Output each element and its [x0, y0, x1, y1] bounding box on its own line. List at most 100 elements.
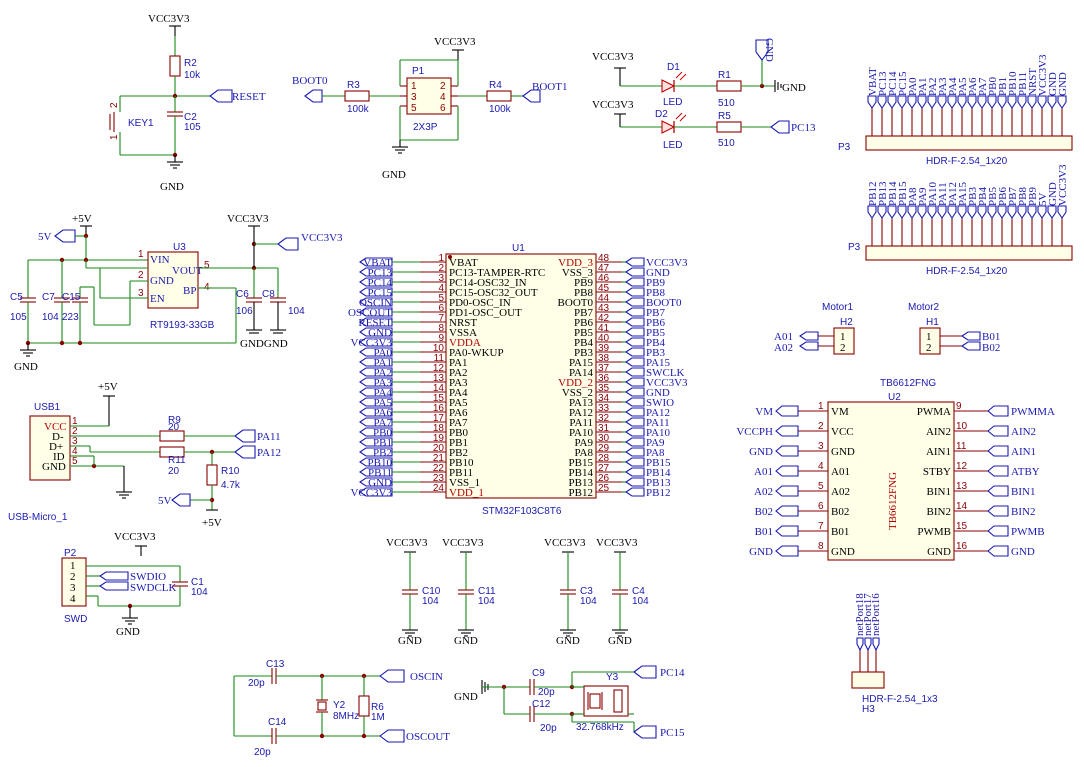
driver-pin-name: AIN2	[926, 426, 951, 438]
motor-connectors: Motor1 H2 1 2 A01 A02 Motor2 H1 1 2 B01 …	[774, 302, 1000, 355]
mcu-net-label: PB11	[368, 467, 392, 479]
pc13-net-label: PC13	[791, 122, 816, 134]
svg-text:GND: GND	[150, 275, 174, 287]
svg-text:R4: R4	[489, 80, 502, 91]
mcu-pin-number: 31	[598, 423, 610, 434]
mcu-pin-number: 10	[433, 343, 445, 354]
mcu-pin-name: PB2	[449, 447, 468, 459]
svg-text:C12: C12	[532, 699, 551, 710]
svg-text:2: 2	[109, 102, 120, 108]
mcu-pin-number: 12	[433, 363, 445, 374]
svg-text:VCC3V3: VCC3V3	[227, 213, 269, 225]
mcu-net-label: SWCLK	[646, 367, 685, 379]
mcu-pin-name: PB1	[449, 437, 468, 449]
mcu-pin-name: PB0	[449, 427, 468, 439]
svg-text:100k: 100k	[347, 104, 370, 115]
svg-text:USB-Micro_1: USB-Micro_1	[8, 512, 68, 523]
mcu-pin-name: PA14	[569, 367, 594, 379]
svg-text:H2: H2	[840, 317, 853, 328]
svg-text:2: 2	[840, 342, 846, 354]
driver-pin-number: 16	[956, 541, 968, 552]
stm32-part-label: STM32F103C8T6	[482, 506, 562, 517]
5v-net-label: 5V	[38, 231, 52, 243]
svg-text:C13: C13	[266, 659, 285, 670]
p3-top-net-label: GND	[1047, 72, 1059, 96]
p3-bottom-net-label: PB5	[987, 187, 999, 206]
p3-top-net-label: PB1	[997, 77, 1009, 96]
mcu-pin-number: 25	[598, 483, 610, 494]
p3-bottom-net-label: VCC3V3	[1057, 164, 1069, 206]
driver-pin-name: A01	[831, 466, 850, 478]
svg-text:GND: GND	[42, 461, 66, 473]
driver-pin-number: 4	[818, 461, 824, 472]
mcu-pin-number: 44	[598, 293, 610, 304]
mcu-pin-name: VDD_2	[558, 377, 593, 389]
driver-net-label: AIN2	[1011, 426, 1036, 438]
mcu-net-label: PB5	[646, 327, 665, 339]
mcu-net-label: PA6	[373, 407, 392, 419]
mcu-pin-name: PD0-OSC_IN	[449, 297, 511, 309]
svg-text:20: 20	[168, 422, 180, 433]
rt9193-label: RT9193-33GB	[150, 320, 215, 331]
decoupling-cap-value: 104	[478, 596, 495, 607]
svg-text:3: 3	[70, 582, 76, 594]
svg-text:Y2: Y2	[333, 700, 346, 711]
mcu-pin-name: PB15	[569, 457, 594, 469]
mcu-pin-name: PA7	[449, 417, 468, 429]
mcu-pin-name: VDD_3	[558, 257, 593, 269]
mcu-pin-number: 11	[434, 353, 445, 364]
svg-text:VCC3V3: VCC3V3	[592, 51, 634, 63]
r2-resistor	[169, 55, 181, 77]
svg-text:VCC: VCC	[44, 421, 67, 433]
mcu-net-label: BOOT0	[646, 297, 682, 309]
gnd-label: GND	[556, 635, 580, 647]
svg-text:4: 4	[70, 593, 76, 605]
svg-text:3: 3	[138, 288, 144, 299]
stm32-body	[445, 253, 597, 499]
driver-net-label: PWMMA	[1011, 406, 1055, 418]
svg-text:U3: U3	[173, 242, 186, 253]
svg-text:C6: C6	[236, 289, 249, 300]
svg-text:B01: B01	[982, 331, 1000, 343]
mcu-pin-number: 39	[598, 343, 610, 354]
mcu-pin-number: 42	[598, 313, 610, 324]
mcu-pin-number: 37	[598, 363, 610, 374]
decoupling-cap-value: 104	[632, 596, 649, 607]
boot-circuit: BOOT0 R3 100k P1 2X3P 1 2 3 4 5 6 VCC3V3	[292, 36, 567, 181]
svg-text:4: 4	[440, 92, 446, 103]
mcu-pin-name: PA12	[569, 407, 593, 419]
mcu-pin-name: PA2	[449, 367, 468, 379]
mcu-pin-number: 40	[598, 333, 610, 344]
driver-pin-number: 10	[956, 421, 968, 432]
svg-text:32.768kHz: 32.768kHz	[576, 722, 624, 733]
mcu-net-label: GND	[368, 327, 392, 339]
mcu-pin-number: 18	[433, 423, 445, 434]
mcu-pin-name: PA6	[449, 407, 468, 419]
header-p3-top: VBAT1PC132PC143PC154PA05PA16PA27PA38PA49…	[838, 54, 1073, 167]
svg-text:10k: 10k	[184, 70, 201, 81]
p3-bottom-net-label: PB12	[867, 182, 879, 206]
mcu-net-label: PB6	[646, 317, 665, 329]
tb6612-body	[827, 401, 955, 561]
mcu-net-label: PA9	[646, 437, 665, 449]
svg-text:VCC3V3: VCC3V3	[592, 99, 634, 111]
mcu-pin-name: VSSA	[449, 327, 477, 339]
svg-text:510: 510	[718, 138, 735, 149]
svg-text:1: 1	[411, 81, 417, 92]
driver-pin-name: VM	[831, 406, 849, 418]
p3-bottom-net-label: PB14	[887, 181, 899, 206]
mcu-pin-number: 34	[598, 393, 610, 404]
svg-text:8MHz: 8MHz	[333, 711, 359, 722]
vcc3v3-label: VCC3V3	[386, 537, 428, 549]
driver-pin-name: GND	[831, 446, 855, 458]
mcu-pin-name: NRST	[449, 317, 477, 329]
mcu-pin-name: PB10	[449, 457, 474, 469]
p3-bottom-net-label: PA11	[937, 182, 949, 206]
svg-text:VIN: VIN	[150, 254, 170, 266]
mcu-pin-name: VBAT	[449, 257, 478, 269]
mcu-pin-number: 45	[598, 283, 610, 294]
key1-label: KEY1	[128, 118, 154, 129]
tb6612-body-label: TB6612FNG	[887, 472, 899, 530]
svg-text:HDR-F-2.54_1x20: HDR-F-2.54_1x20	[926, 266, 1008, 277]
mcu-net-label: PB13	[646, 477, 671, 489]
